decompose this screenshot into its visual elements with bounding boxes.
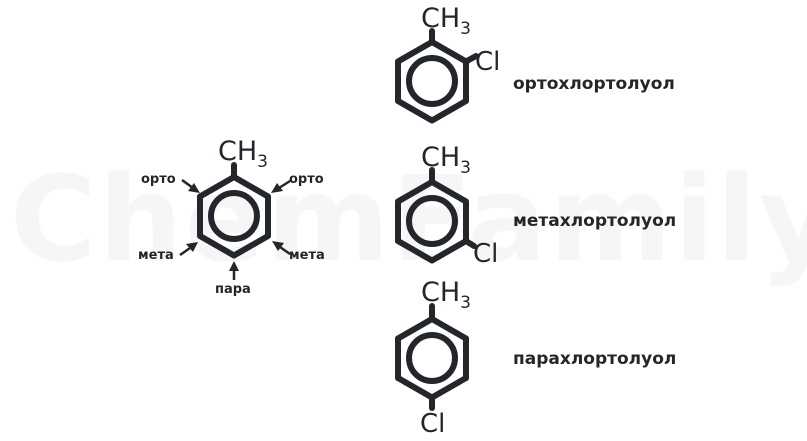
label-meta-left: мета: [138, 248, 174, 263]
label-ortho-right: орто: [289, 172, 324, 187]
isomer-ortho: CH3 Cl ортохлортолуол: [395, 3, 675, 124]
chloro-bond-meta: [463, 238, 477, 249]
ch3-label-para: CH3: [421, 277, 471, 313]
ch3-sub: 3: [460, 293, 471, 313]
ch3-sub: 3: [460, 19, 471, 39]
ch3-main: CH: [421, 3, 460, 34]
isomer-name-meta: метахлортолуол: [513, 211, 676, 231]
aromatic-circle-toluene: [208, 190, 260, 242]
label-para: пара: [215, 282, 251, 297]
ch3-main: CH: [218, 136, 257, 167]
isomer-name-ortho: ортохлортолуол: [513, 74, 675, 94]
chloro-bond-ortho: [463, 53, 479, 65]
arrow-ortho-right: [271, 179, 291, 193]
aromatic-circle-meta: [406, 195, 458, 247]
ch3-label-meta: CH3: [421, 142, 471, 178]
ch3-sub: 3: [257, 152, 268, 172]
cl-label-para: Cl: [420, 409, 445, 439]
arrow-meta-left: [179, 242, 198, 257]
cl-label-meta: Cl: [473, 239, 498, 269]
ch3-main: CH: [421, 142, 460, 173]
benzene-ring-toluene: [197, 174, 271, 259]
cl-label-ortho: Cl: [475, 47, 500, 77]
isomer-meta: CH3 Cl метахлортолуол: [395, 142, 676, 269]
arrow-para: [229, 261, 239, 280]
toluene-structure: CH3 орто орто мета мета пара: [138, 136, 325, 297]
ch3-label-toluene: CH3: [218, 136, 268, 172]
benzene-ring-meta: [395, 179, 469, 264]
label-ortho-left: орто: [141, 172, 176, 187]
aromatic-circle-ortho: [406, 55, 458, 107]
isomer-name-para: парахлортолуол: [513, 349, 676, 369]
arrow-meta-right: [272, 241, 291, 256]
aromatic-circle-para: [406, 332, 458, 384]
label-meta-right: мета: [289, 248, 325, 263]
ch3-sub: 3: [460, 158, 471, 178]
ch3-label-ortho: CH3: [421, 3, 471, 39]
ch3-main: CH: [421, 277, 460, 308]
isomer-para: CH3 Cl парахлортолуол: [395, 277, 676, 439]
arrow-ortho-left: [181, 178, 200, 193]
